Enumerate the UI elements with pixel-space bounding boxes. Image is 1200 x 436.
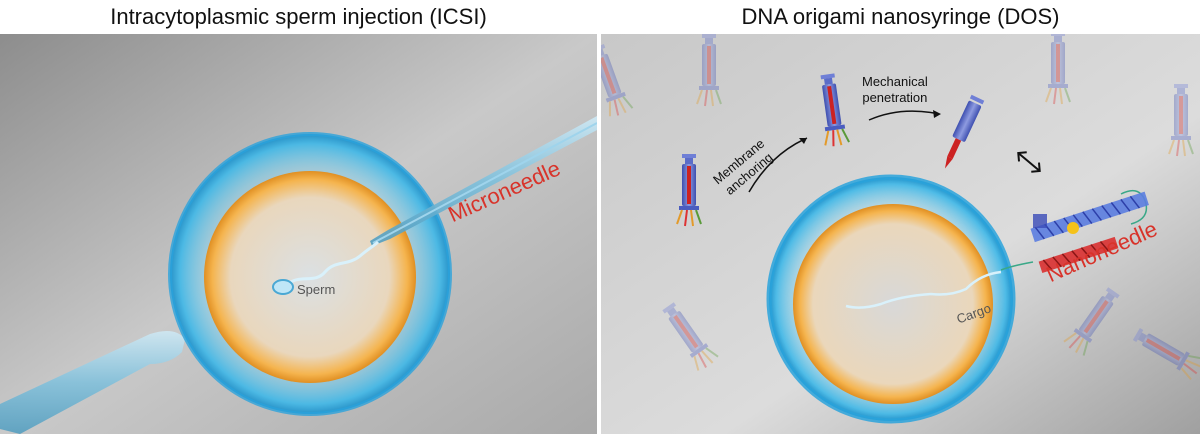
dos-panel: Membrane anchoring Mechanical penetratio… <box>601 34 1200 434</box>
penetrating-syringe <box>944 94 985 169</box>
anchoring-arrow <box>748 137 808 193</box>
holding-pipette <box>0 330 185 434</box>
microneedle <box>370 116 597 246</box>
icsi-panel: Microneedle Sperm <box>0 34 600 434</box>
bidirectional-arrow-icon <box>1017 151 1041 173</box>
cytoplasm <box>204 171 416 383</box>
ligand-dot <box>1067 222 1079 234</box>
mechanical-penetration-label: Mechanical penetration <box>862 74 928 105</box>
cytoplasm <box>793 204 993 404</box>
penetration-arrow <box>868 110 940 121</box>
nanoneedle-structure <box>1000 189 1149 273</box>
sperm <box>272 240 380 295</box>
sperm-label: Sperm <box>297 282 336 297</box>
icsi-illustration <box>0 34 597 434</box>
left-panel-title: Intracytoplasmic sperm injection (ICSI) <box>110 4 487 29</box>
dos-illustration <box>601 34 1200 434</box>
cargo-strand <box>845 270 1002 309</box>
right-panel-title: DNA origami nanosyringe (DOS) <box>741 4 1060 29</box>
